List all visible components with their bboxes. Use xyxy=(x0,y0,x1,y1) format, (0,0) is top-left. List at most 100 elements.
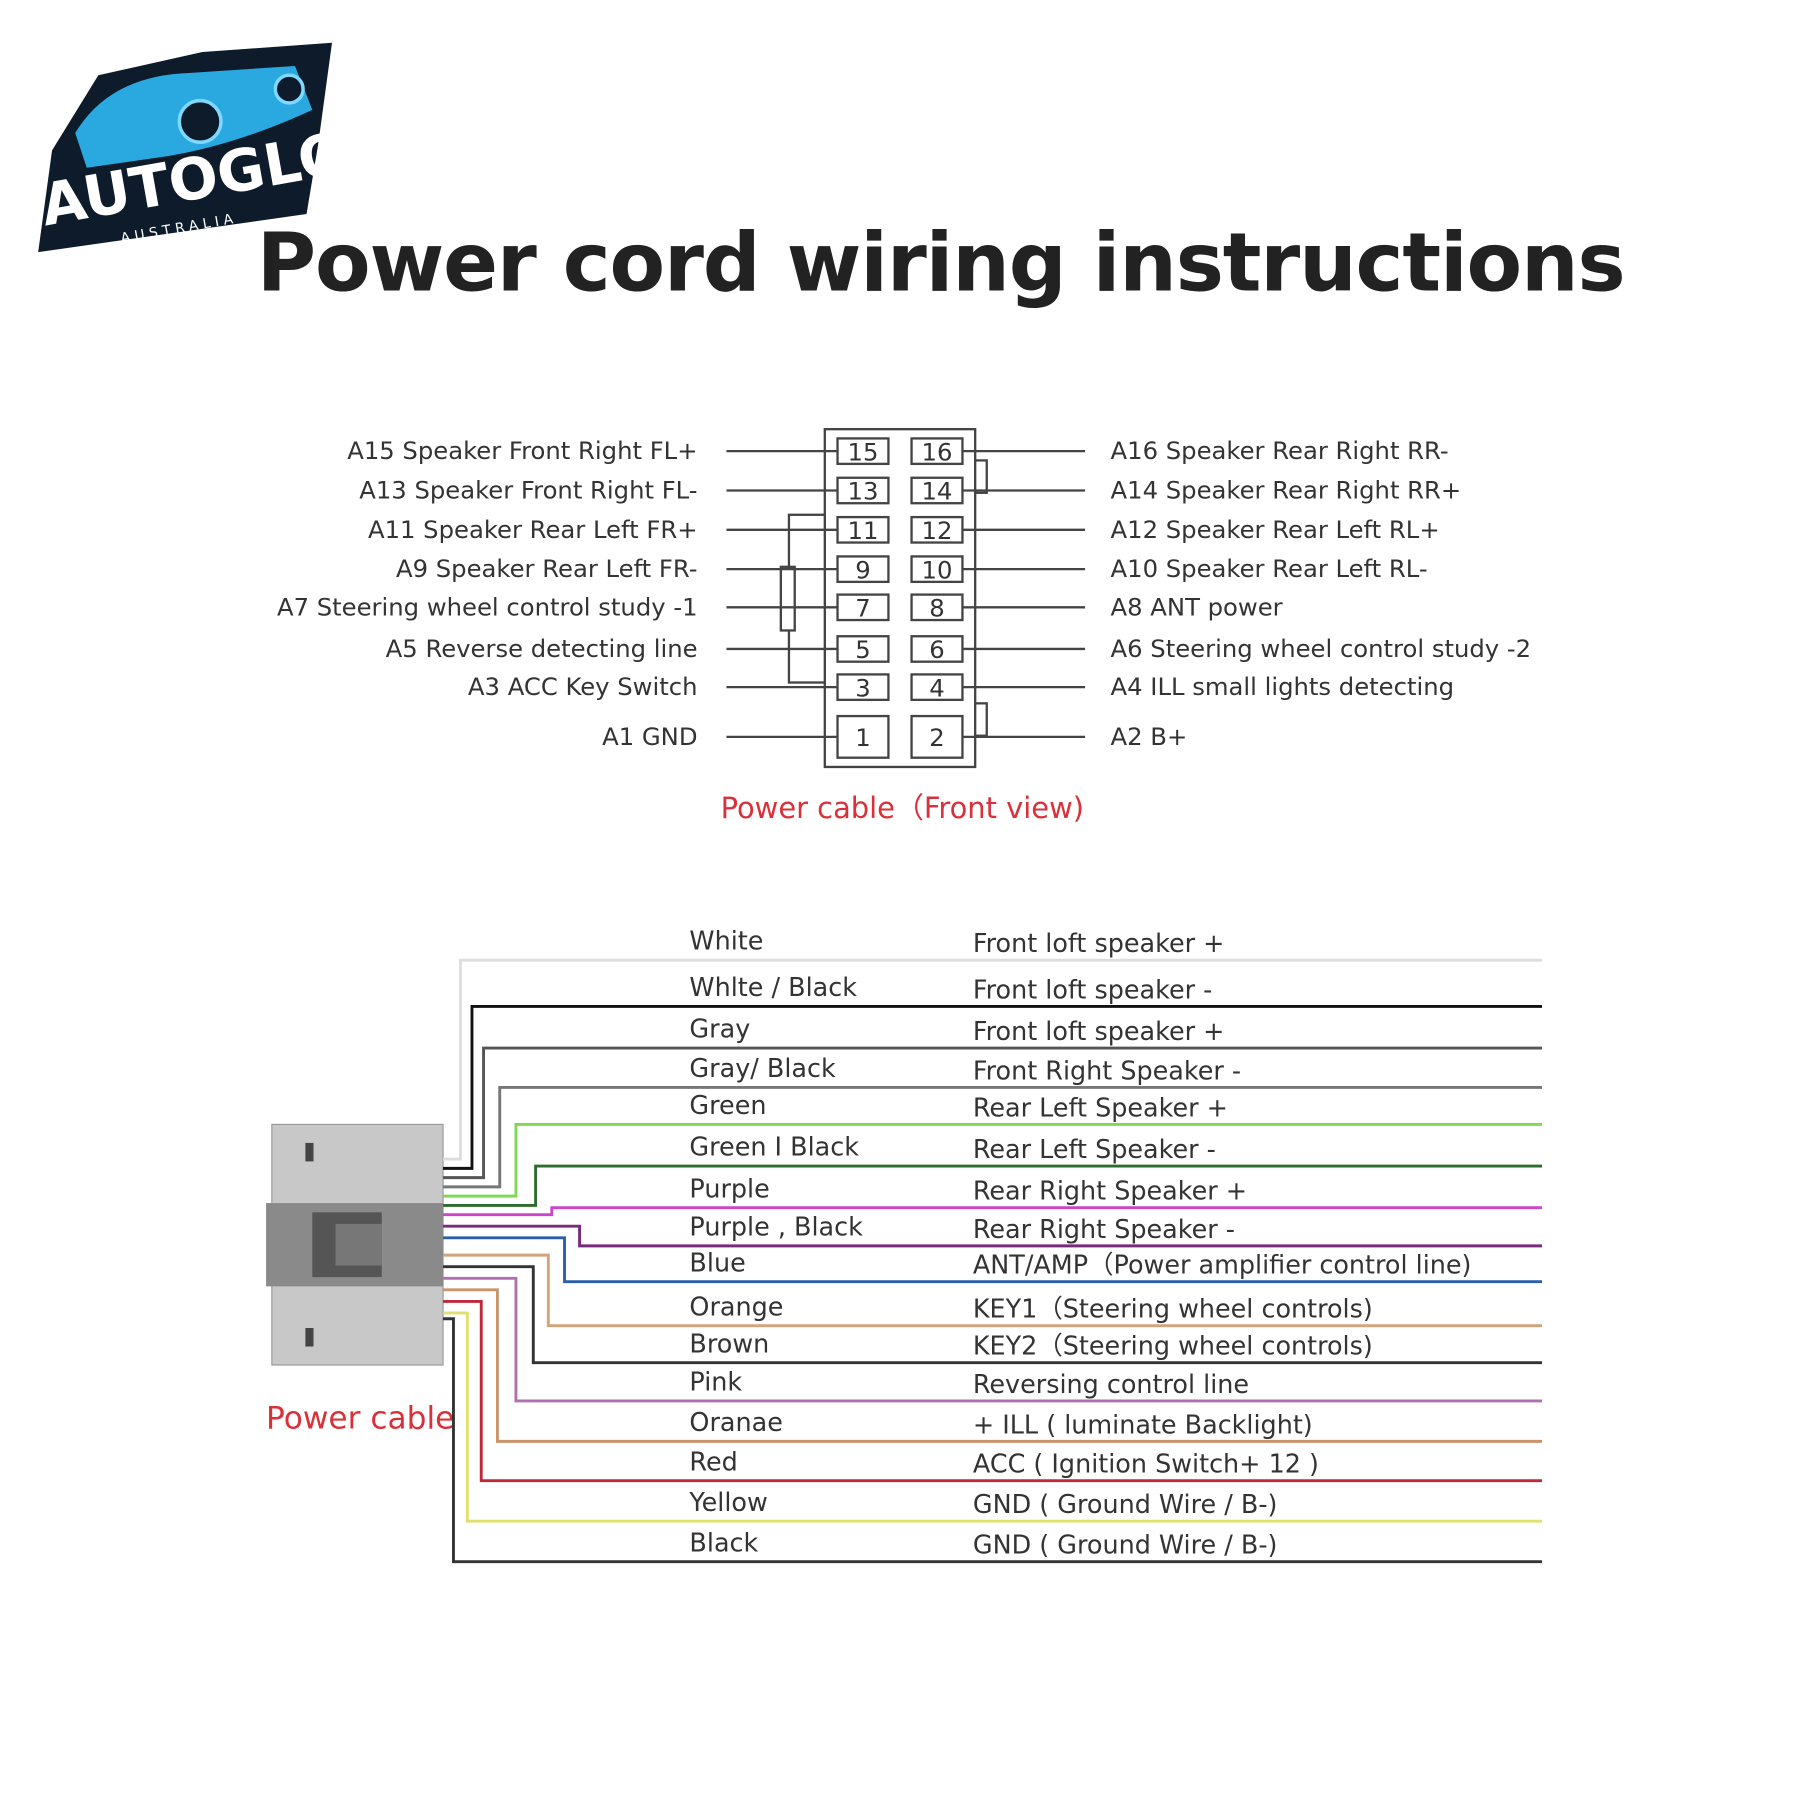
wire-function-label: Reversing control line xyxy=(973,1369,1249,1399)
pin-label: A13 Speaker Front Right FL- xyxy=(359,476,697,505)
wire-6 xyxy=(443,1206,1543,1217)
pin-number: 15 xyxy=(848,437,879,466)
wire-function-label: Front loft speaker + xyxy=(973,1016,1225,1046)
wire-function-label: ANT/AMP（Power amplifier control line) xyxy=(973,1250,1472,1280)
page-title: Power cord wiring instructions xyxy=(256,215,1626,311)
pin-box xyxy=(910,593,964,622)
wire-14 xyxy=(443,1311,1543,1523)
pin-number: 9 xyxy=(855,555,870,584)
logo: AUTOGLO AUSTRALIA xyxy=(36,42,335,253)
wire-color-label: Red xyxy=(689,1446,737,1476)
pin-label: A11 Speaker Rear Left FR+ xyxy=(368,515,698,544)
pin-label: A12 Speaker Rear Left RL+ xyxy=(1111,515,1440,544)
pin-box xyxy=(910,515,964,544)
pin-number: 3 xyxy=(855,673,870,702)
wire-color-label: Purple xyxy=(689,1173,769,1203)
harness-caption: Power cable xyxy=(266,1401,454,1437)
pin-label: A7 Steering wheel control study -1 xyxy=(277,592,698,621)
wire-color-label: Orange xyxy=(689,1291,783,1321)
wire-color-label: Green xyxy=(689,1090,766,1120)
wire-10 xyxy=(443,1265,1543,1365)
wire-12 xyxy=(443,1288,1543,1443)
wire-function-label: Front Right Speaker - xyxy=(973,1055,1241,1085)
wire-function-label: Front loft speaker + xyxy=(973,928,1225,958)
pin-label: A4 ILL small lights detecting xyxy=(1111,672,1455,701)
wire-0 xyxy=(443,958,1543,1161)
wire-color-label: Oranae xyxy=(689,1407,782,1437)
wire-3 xyxy=(443,1085,1543,1189)
pin-label: A1 GND xyxy=(602,722,697,751)
pin-box xyxy=(910,476,964,505)
pin-number: 13 xyxy=(848,477,879,506)
wire-function-label: KEY1（Steering wheel controls) xyxy=(973,1294,1373,1324)
pin-label: A6 Steering wheel control study -2 xyxy=(1111,634,1532,663)
pin-box xyxy=(836,593,890,622)
pin-number: 11 xyxy=(848,516,879,545)
pin-box xyxy=(910,437,964,466)
pin-number: 7 xyxy=(855,594,870,623)
wire-11 xyxy=(443,1276,1543,1403)
wire-9 xyxy=(443,1253,1543,1328)
pin-box xyxy=(910,714,964,759)
wire-13 xyxy=(443,1299,1543,1483)
wire-4 xyxy=(443,1122,1543,1198)
wire-function-label: Rear Left Speaker - xyxy=(973,1134,1216,1164)
wire-color-label: Gray xyxy=(689,1014,750,1044)
wire-8 xyxy=(443,1236,1543,1284)
pin-number: 10 xyxy=(922,555,953,584)
pin-box xyxy=(836,714,890,759)
pin-box xyxy=(836,673,890,702)
pin-number: 2 xyxy=(929,723,944,752)
pin-number: 5 xyxy=(855,635,870,664)
pin-number: 14 xyxy=(922,477,953,506)
pin-label: A3 ACC Key Switch xyxy=(468,672,698,701)
wire-function-label: KEY2（Steering wheel controls) xyxy=(973,1331,1373,1361)
wire-function-label: Front loft speaker - xyxy=(973,974,1212,1004)
pin-number: 16 xyxy=(922,437,953,466)
pin-box xyxy=(836,515,890,544)
wire-function-label: GND ( Ground Wire / B-) xyxy=(973,1530,1278,1560)
pin-number: 4 xyxy=(929,673,944,702)
wire-color-label: Brown xyxy=(689,1328,769,1358)
wire-2 xyxy=(443,1046,1543,1180)
pin-label: A14 Speaker Rear Right RR+ xyxy=(1111,476,1462,505)
pin-label: A2 B+ xyxy=(1111,722,1188,751)
wire-color-label: White xyxy=(689,926,763,956)
wire-15 xyxy=(443,1317,1543,1564)
wire-color-label: Blue xyxy=(689,1247,745,1277)
front-view-caption: Power cable（Front view) xyxy=(721,791,1084,825)
wire-color-label: Yellow xyxy=(688,1487,767,1517)
pin-box xyxy=(836,555,890,584)
wire-1 xyxy=(443,1004,1543,1170)
wire-color-label: Black xyxy=(689,1527,758,1557)
pin-number: 12 xyxy=(922,516,953,545)
pin-box xyxy=(910,555,964,584)
pin-box xyxy=(910,635,964,663)
wire-5 xyxy=(443,1164,1543,1207)
wire-color-label: Whlte / Black xyxy=(689,972,857,1002)
pin-box xyxy=(836,437,890,466)
pin-number: 6 xyxy=(929,635,944,664)
pin-number: 8 xyxy=(929,594,944,623)
pin-label: A15 Speaker Front Right FL+ xyxy=(347,436,697,465)
wire-function-label: Rear Right Speaker - xyxy=(973,1214,1235,1244)
pin-label: A8 ANT power xyxy=(1111,592,1283,621)
wire-color-label: Purple , Black xyxy=(689,1211,863,1241)
pin-number: 1 xyxy=(855,723,870,752)
wire-7 xyxy=(443,1224,1543,1248)
pin-box xyxy=(910,673,964,702)
wire-color-label: Green I Black xyxy=(689,1132,859,1162)
pin-label: A10 Speaker Rear Left RL- xyxy=(1111,554,1428,583)
wire-color-label: Gray/ Black xyxy=(689,1053,836,1083)
pin-label: A5 Reverse detecting line xyxy=(386,634,698,663)
pin-box xyxy=(836,476,890,505)
wire-function-label: ACC ( Ignition Switch+ 12 ) xyxy=(973,1449,1319,1479)
pin-box xyxy=(836,635,890,663)
wire-color-label: Pink xyxy=(689,1366,742,1396)
wire-function-label: + ILL ( luminate Backlight) xyxy=(973,1409,1313,1439)
pin-label: A16 Speaker Rear Right RR- xyxy=(1111,436,1449,465)
wire-function-label: Rear Right Speaker + xyxy=(973,1176,1247,1206)
